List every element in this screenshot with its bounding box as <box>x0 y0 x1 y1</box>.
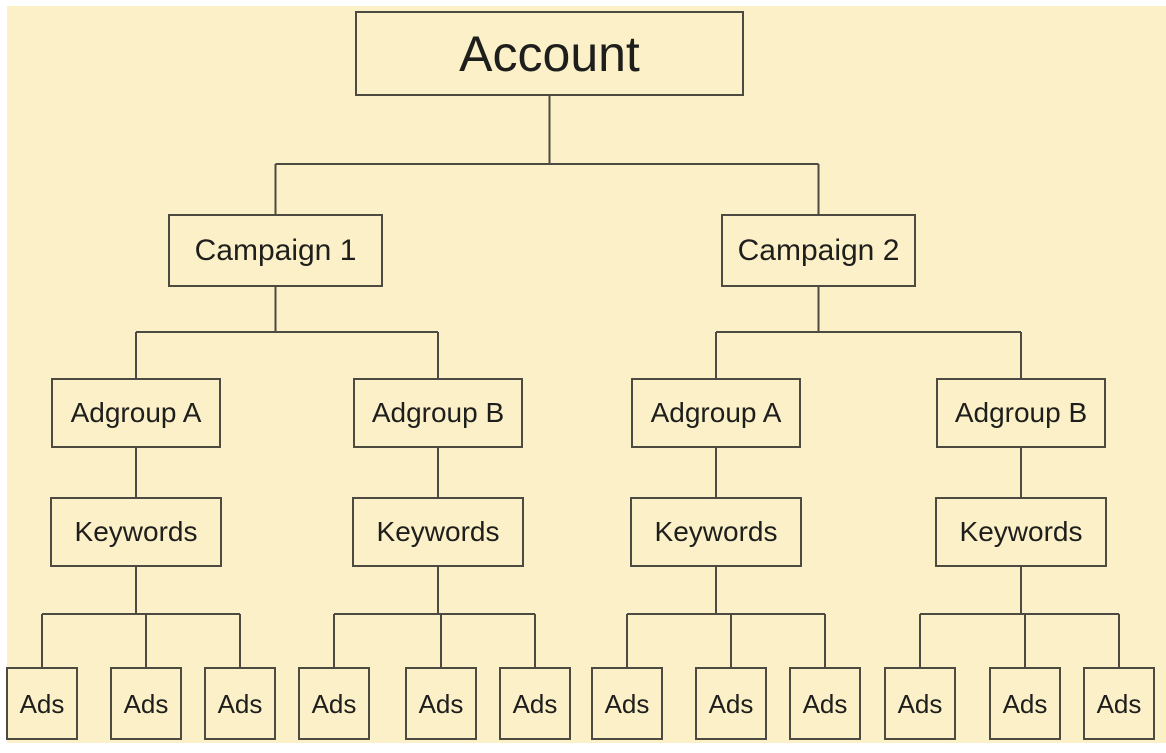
node-ads-9: Ads <box>789 667 861 740</box>
node-ads-4: Ads <box>298 667 370 740</box>
node-keywords-3: Keywords <box>630 497 802 567</box>
node-ads-1: Ads <box>6 667 78 740</box>
node-adgroup-2a: Adgroup A <box>631 378 801 448</box>
node-ads-6: Ads <box>499 667 571 740</box>
node-ads-3: Ads <box>204 667 276 740</box>
node-account: Account <box>355 11 744 96</box>
node-adgroup-1b: Adgroup B <box>353 378 523 448</box>
connector-account <box>274 96 820 214</box>
connector-keywords-3 <box>626 567 826 667</box>
node-ads-2: Ads <box>110 667 182 740</box>
node-ads-12: Ads <box>1083 667 1155 740</box>
node-ads-5: Ads <box>405 667 477 740</box>
node-keywords-2: Keywords <box>352 497 524 567</box>
connector-campaign-1 <box>135 287 439 378</box>
diagram-background <box>7 6 1166 743</box>
node-ads-11: Ads <box>989 667 1061 740</box>
node-keywords-4: Keywords <box>935 497 1107 567</box>
node-ads-7: Ads <box>591 667 663 740</box>
connector-campaign-2 <box>715 287 1022 378</box>
node-adgroup-1a: Adgroup A <box>51 378 221 448</box>
node-adgroup-2b: Adgroup B <box>936 378 1106 448</box>
connector-keywords-1 <box>41 567 241 667</box>
node-keywords-1: Keywords <box>50 497 222 567</box>
node-campaign-1: Campaign 1 <box>168 214 383 287</box>
node-campaign-2: Campaign 2 <box>721 214 916 287</box>
connector-keywords-4 <box>919 567 1120 667</box>
connector-keywords-2 <box>333 567 536 667</box>
node-ads-10: Ads <box>884 667 956 740</box>
node-ads-8: Ads <box>695 667 767 740</box>
